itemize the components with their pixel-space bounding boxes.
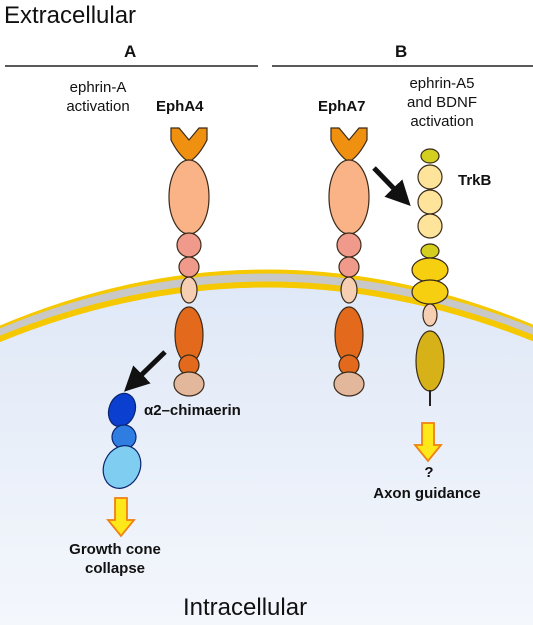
trkb-kinase-domain [415,330,445,392]
intracellular-label: Intracellular [183,594,308,621]
trkb-cysteine-domain [420,243,440,259]
epha4-tail-domain [173,371,205,397]
epha7-label: EphA7 [318,98,366,115]
epha7-globular-domain [328,159,370,235]
epha7-fibronectin-domain-1 [340,276,358,304]
panel-b-letter: B [395,42,408,61]
panel-a-note-line-1: ephrin-A [69,79,127,96]
panel-b-note-line-2: and BDNF [406,94,478,111]
epha4-fibronectin-domain-1 [180,276,198,304]
epha7-ligand-binding-domain [330,127,368,163]
epha4-to-chimaerin-arrow [124,350,167,392]
trkb-ig-domain-1 [411,257,449,283]
chimaerin-label: α2–chimaerin [144,402,241,419]
epha4-label: EphA4 [156,98,204,115]
chimaerin-domain-light [102,445,142,489]
panel-a-outcome: Growth cone collapse [50,540,180,578]
panel-b-outcome: Axon guidance [373,485,481,502]
trkb-top-domain [420,148,440,164]
epha4-globular-domain [168,159,210,235]
membrane-lipid-core [0,273,533,340]
extracellular-label: Extracellular [4,2,137,29]
panel-b-question-mark: ? [424,464,434,481]
chimaerin-protein [102,392,142,489]
epha4-ligand-binding-domain [170,127,208,163]
epha4-receptor [168,127,210,397]
panel-a-activation-note: ephrin-A activation [52,78,144,116]
panel-b-note-line-3: activation [410,113,474,130]
cell-membrane [0,269,533,343]
trkb-transmembrane-domain [422,303,438,327]
panel-a-outcome-line-2: collapse [84,560,146,577]
epha4-cysteine-rich-domain-2 [178,256,200,278]
trkb-lrr-domain-2 [417,189,443,215]
epha7-receptor [328,127,370,397]
epha7-tail-domain [333,371,365,397]
epha4-cysteine-rich-domain-1 [176,232,202,258]
trkb-receptor [411,148,449,406]
panel-a-letter: A [124,42,137,61]
trkb-lrr-domain-3 [417,213,443,239]
trkb-lrr-domain-1 [417,164,443,190]
trkb-ig-domain-2 [411,279,449,305]
epha7-cysteine-rich-domain-2 [338,256,360,278]
intracellular-region [0,277,533,625]
panel-b-activation-note: ephrin-A5 and BDNF activation [392,74,492,131]
growth-cone-outcome-arrow [106,497,136,538]
trkb-label: TrkB [458,172,492,189]
panel-b-note-line-1: ephrin-A5 [409,75,475,92]
epha7-to-trkb-arrow [372,166,411,206]
panel-a-outcome-line-1: Growth cone [69,541,161,558]
panel-a-note-line-2: activation [66,98,130,115]
axon-guidance-outcome-arrow [413,422,443,463]
epha7-cysteine-rich-domain-1 [336,232,362,258]
chimaerin-domain-dark [107,392,137,428]
